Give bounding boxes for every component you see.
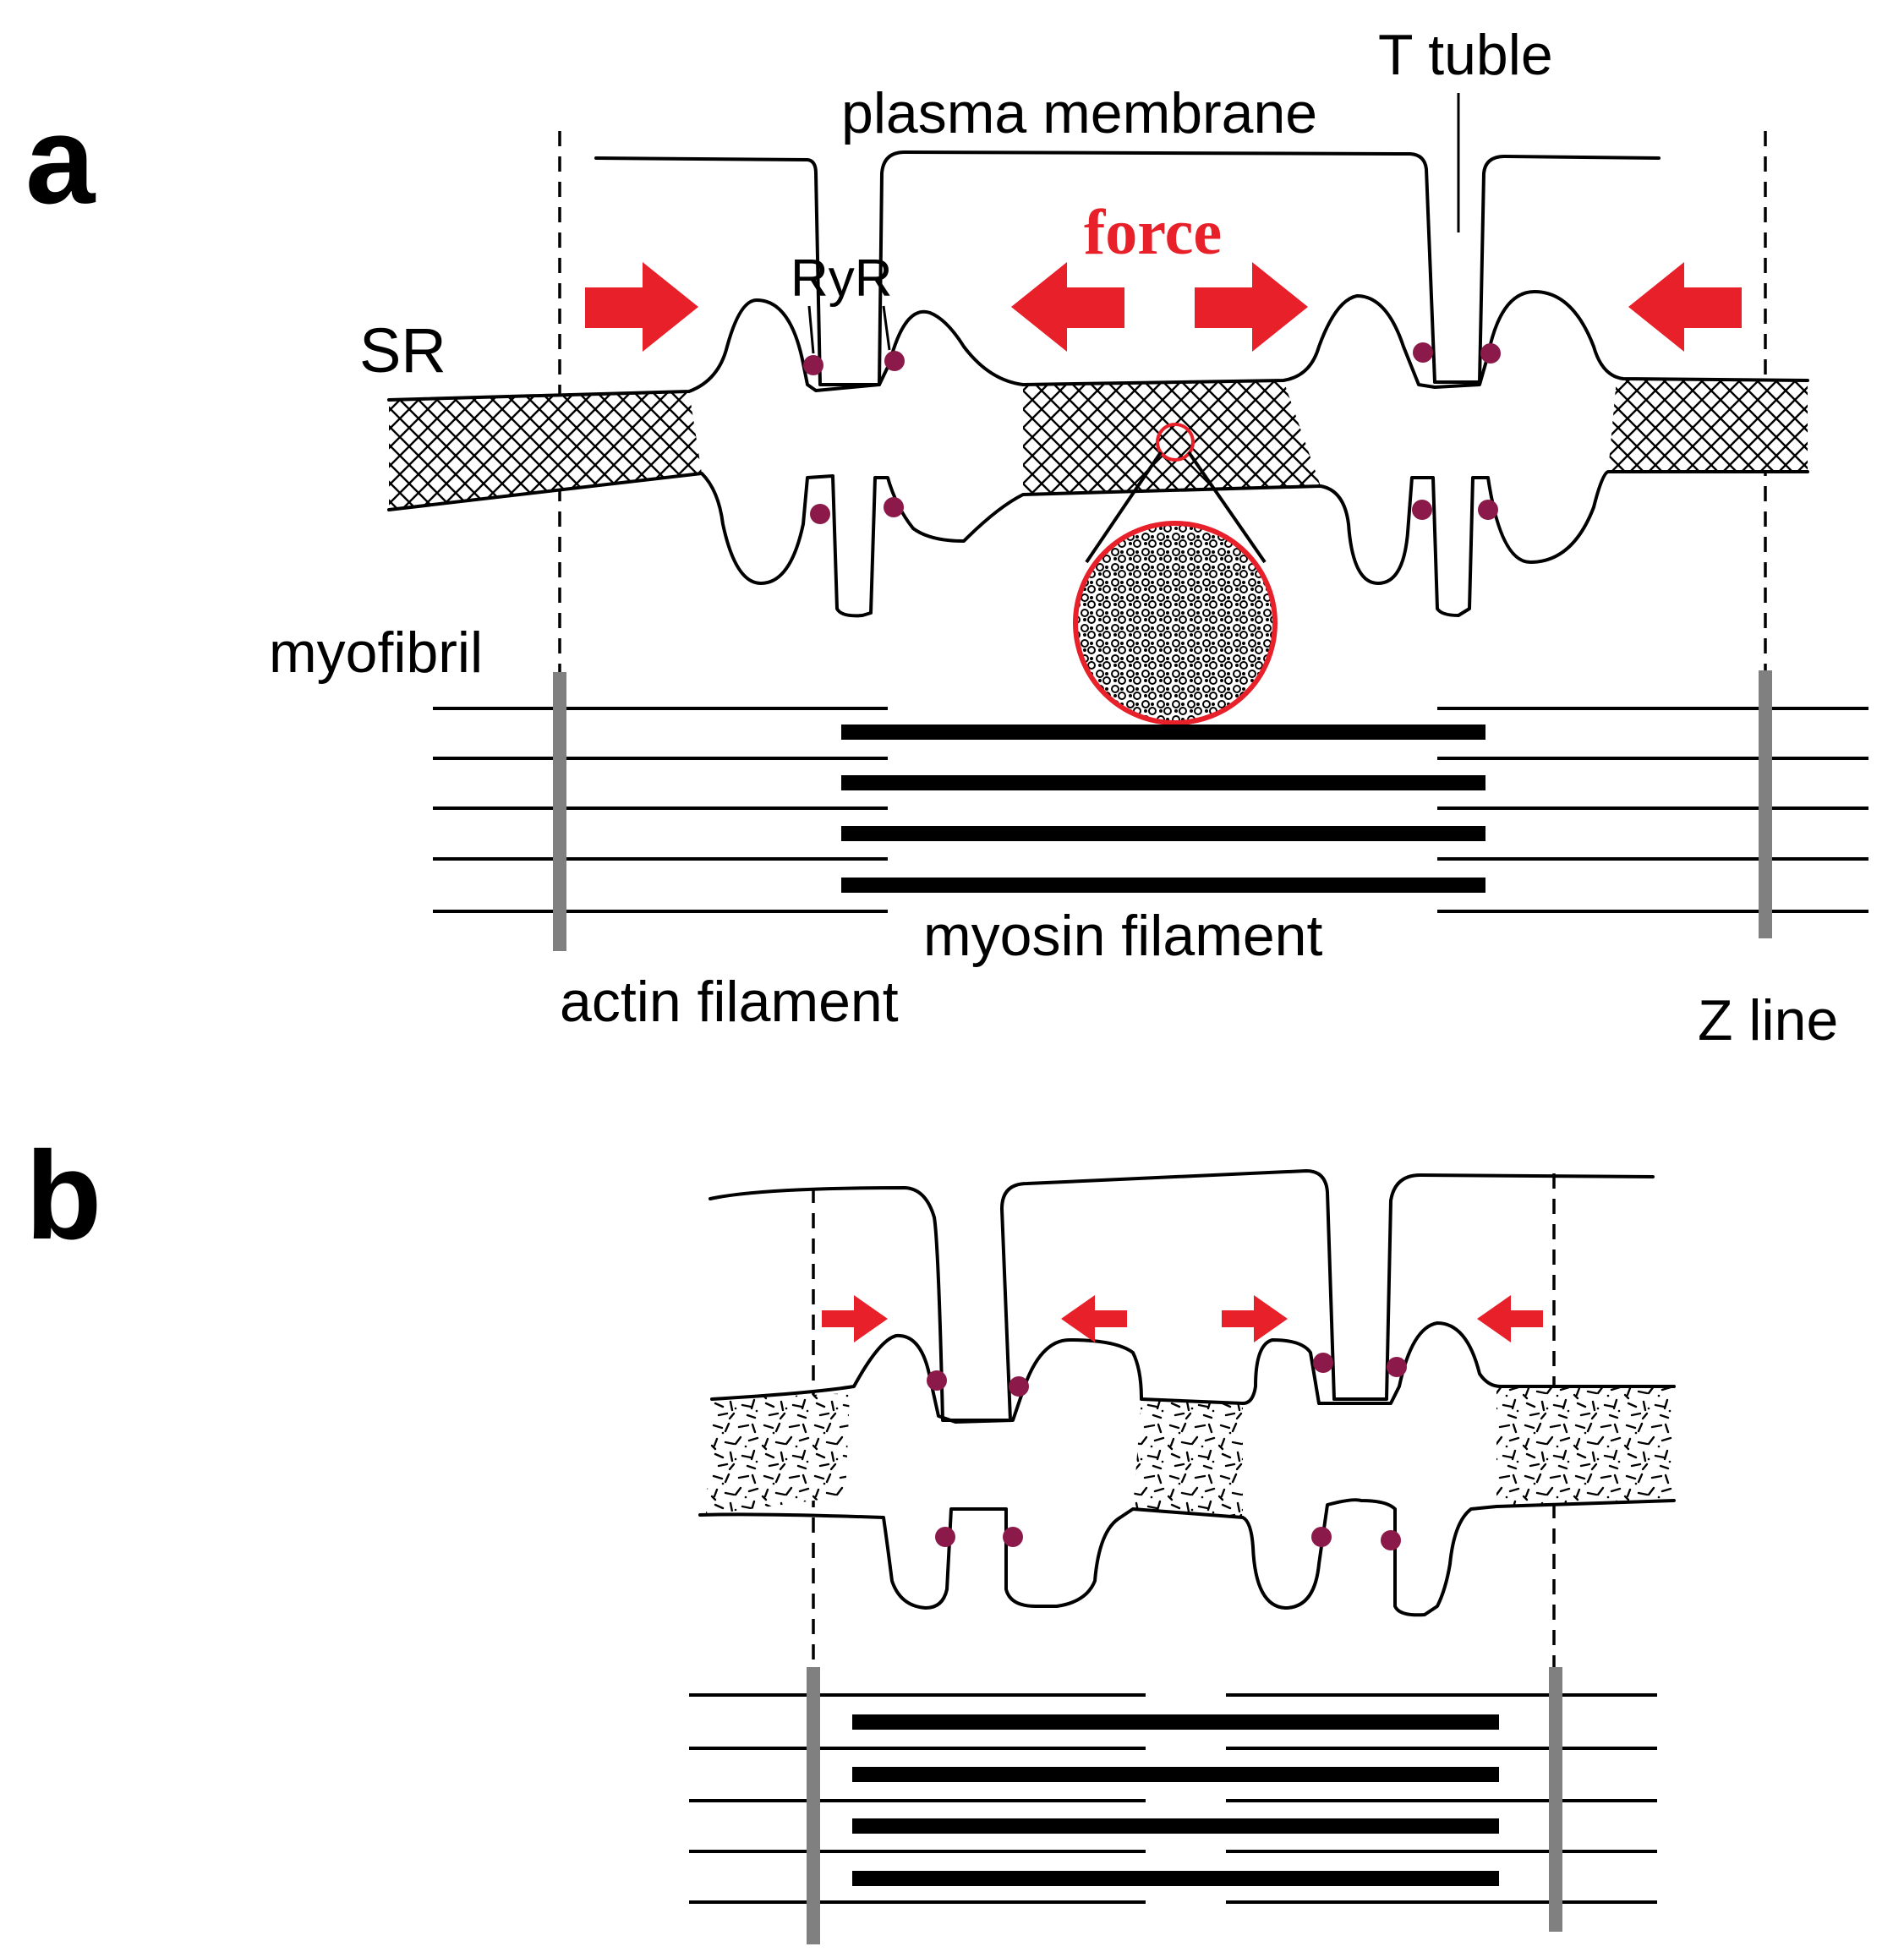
plasma-membrane-a [594,150,1661,386]
sr-scatter-left-b [706,1393,850,1515]
ryr-label: RyR [791,249,893,308]
panel-a-label: a [25,90,96,230]
magnified-sr-inset [1073,521,1278,725]
force-label: force [1084,197,1222,268]
sr-lower-b [698,1498,1676,1617]
sr-scatter-center-b [1133,1399,1243,1517]
force-arrow-small-right [822,1295,888,1342]
force-arrow-small-left [1061,1295,1127,1342]
force-arrow-small-right [1222,1295,1288,1342]
ryr-dot [1009,1376,1029,1397]
ryr-dot [884,497,904,517]
sr-label: SR [359,315,446,385]
ryr-dot [1003,1527,1023,1547]
panel-b: b [25,1126,1676,1944]
force-arrow-left [1011,262,1124,352]
ryr-dot [1480,343,1501,364]
ryr-dot [1311,1527,1332,1547]
plasma-membrane-label: plasma membrane [841,81,1317,145]
ryr-dot [1413,342,1433,363]
ryr-dot [1313,1353,1333,1373]
force-arrow-left [1628,262,1742,352]
plasma-membrane-b [709,1169,1655,1422]
ryr-dot [1381,1530,1401,1550]
myosin-filament-label: myosin filament [923,904,1322,968]
myosin-filaments-a [841,724,1485,893]
sr-upper-b [710,1321,1676,1424]
sr-upper-a [387,290,1809,402]
magnify-source-circle [1156,423,1195,462]
actin-filaments-b [689,1693,1657,1904]
ryr-dot [1412,500,1432,520]
z-line-label: Z line [1698,988,1838,1053]
sr-scatter-right-b [1496,1386,1674,1506]
ryr-leader-line [882,305,891,351]
panel-a: a [25,23,1868,1053]
ryr-dot [810,504,830,524]
t-tubule-label: T tuble [1378,23,1553,87]
ryr-leader-line [807,305,815,354]
ryr-dot [803,355,823,375]
ryr-dot [1478,500,1498,520]
ryr-dot [927,1370,947,1391]
ryr-dot [935,1527,955,1547]
force-arrow-right [1195,262,1308,352]
force-arrow-right [585,262,698,352]
force-arrow-small-left [1477,1295,1543,1342]
sr-hatch-center-a [1023,380,1321,495]
sr-hatch-left-a [389,391,702,510]
magnify-cone-left [1085,451,1163,564]
panel-b-label: b [25,1126,101,1266]
ryr-dot [1387,1357,1407,1377]
myofibril-label: myofibril [269,621,483,685]
sr-lower-a [387,470,1809,618]
magnify-cone-right [1187,451,1267,564]
actin-filament-label: actin filament [560,970,899,1034]
ryr-dot [884,351,905,371]
actin-filaments-a [433,707,1868,913]
myosin-filaments-b [852,1714,1499,1886]
sr-hatch-right-a [1608,379,1808,472]
